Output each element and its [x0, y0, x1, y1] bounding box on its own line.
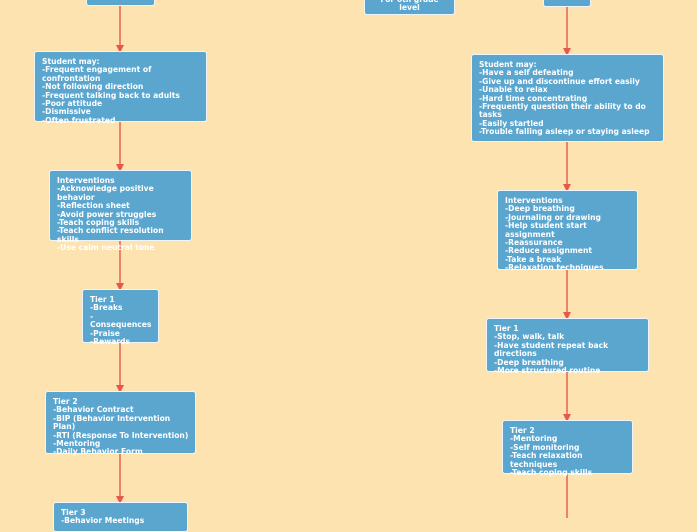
left-top-node — [86, 0, 155, 6]
right-student-may-node: Student may: -Have a self defeating -Giv… — [471, 54, 664, 142]
left-tier1-node: Tier 1 -Breaks -Consequences -Praise -Re… — [82, 289, 159, 346]
connector-layer — [116, 3, 571, 518]
left-interventions-node: Interventions -Acknowledge positive beha… — [49, 170, 192, 252]
right-interventions-node: Interventions -Deep breathing -Journalin… — [497, 190, 638, 272]
left-student-may-node: Student may: -Frequent engagement of con… — [34, 51, 207, 125]
left-tier3-node: Tier 3 -Behavior Meetings — [53, 502, 188, 532]
grade-level-node: For 6th grade level — [364, 0, 455, 15]
flowchart-canvas: Student may: -Frequent engagement of con… — [34, 0, 664, 532]
right-top-node — [543, 0, 591, 7]
right-tier1-node: Tier 1 -Stop, walk, talk -Have student r… — [486, 318, 649, 375]
left-tier2-node: Tier 2 -Behavior Contract -BIP (Behavior… — [45, 391, 196, 456]
right-tier2-node: Tier 2 -Mentoring -Self monitoring -Teac… — [502, 420, 633, 477]
